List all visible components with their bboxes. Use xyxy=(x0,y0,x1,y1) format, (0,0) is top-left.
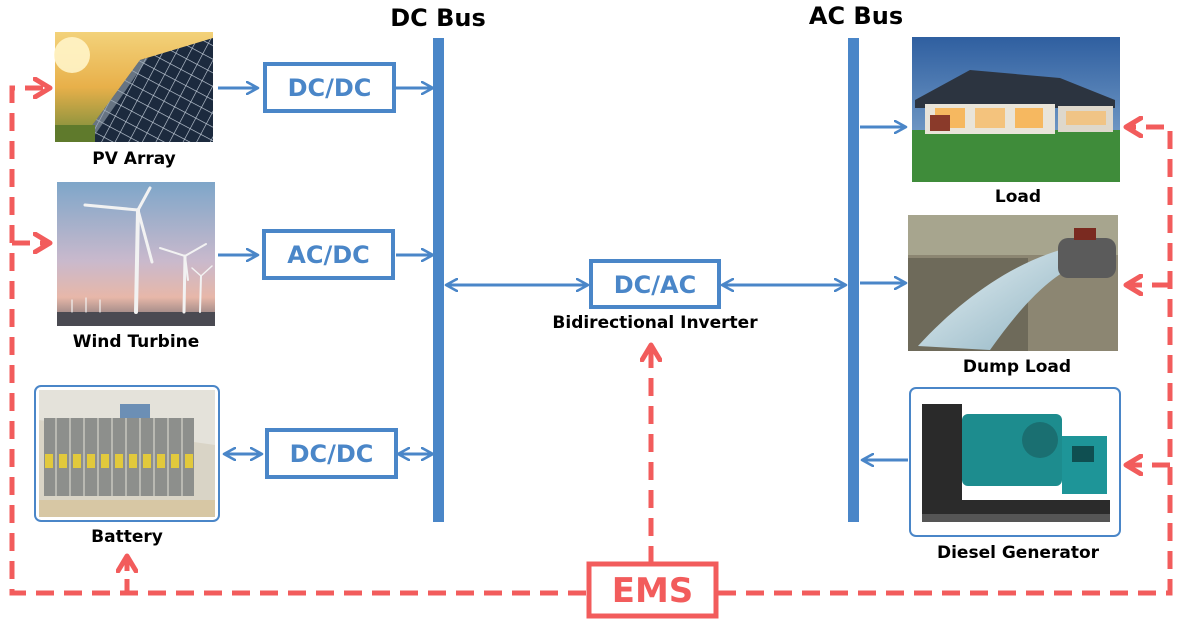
ac-bus-title: AC Bus xyxy=(809,2,903,30)
inverter-caption: Bidirectional Inverter xyxy=(552,313,758,333)
pv-converter: DC/DC xyxy=(263,62,396,113)
wind-converter-label: AC/DC xyxy=(287,241,370,269)
ems-label: EMS xyxy=(612,571,694,611)
diesel-generator-label: Diesel Generator xyxy=(937,543,1100,563)
load-label: Load xyxy=(995,187,1041,207)
dc-bus: DC Bus xyxy=(390,4,486,522)
dump-load-label: Dump Load xyxy=(963,357,1071,377)
dc-bus-title: DC Bus xyxy=(390,4,486,32)
dump-load-image xyxy=(908,215,1118,351)
bidirectional-inverter: DC/AC Bidirectional Inverter xyxy=(552,259,758,333)
ems-control-lines xyxy=(9,88,1173,596)
diesel-generator-image xyxy=(909,387,1121,537)
battery-image xyxy=(34,385,220,522)
inverter-box-label: DC/AC xyxy=(614,271,697,299)
ems-to-load-control xyxy=(718,127,1173,596)
power-flow-arrows xyxy=(218,88,908,460)
battery-converter-label: DC/DC xyxy=(290,440,374,468)
battery-label: Battery xyxy=(91,527,163,547)
ac-bus: AC Bus xyxy=(809,2,903,522)
pv-converter-label: DC/DC xyxy=(288,74,372,102)
pv-array-image xyxy=(54,32,213,142)
ems-to-pv-control xyxy=(9,88,586,596)
ems-box: EMS xyxy=(586,561,719,619)
wind-turbine-label: Wind Turbine xyxy=(73,332,200,352)
wind-turbine-image xyxy=(57,182,215,326)
wind-converter: AC/DC xyxy=(262,229,395,280)
battery-converter: DC/DC xyxy=(265,428,398,479)
load-image xyxy=(912,37,1120,182)
pv-array-label: PV Array xyxy=(92,149,176,169)
